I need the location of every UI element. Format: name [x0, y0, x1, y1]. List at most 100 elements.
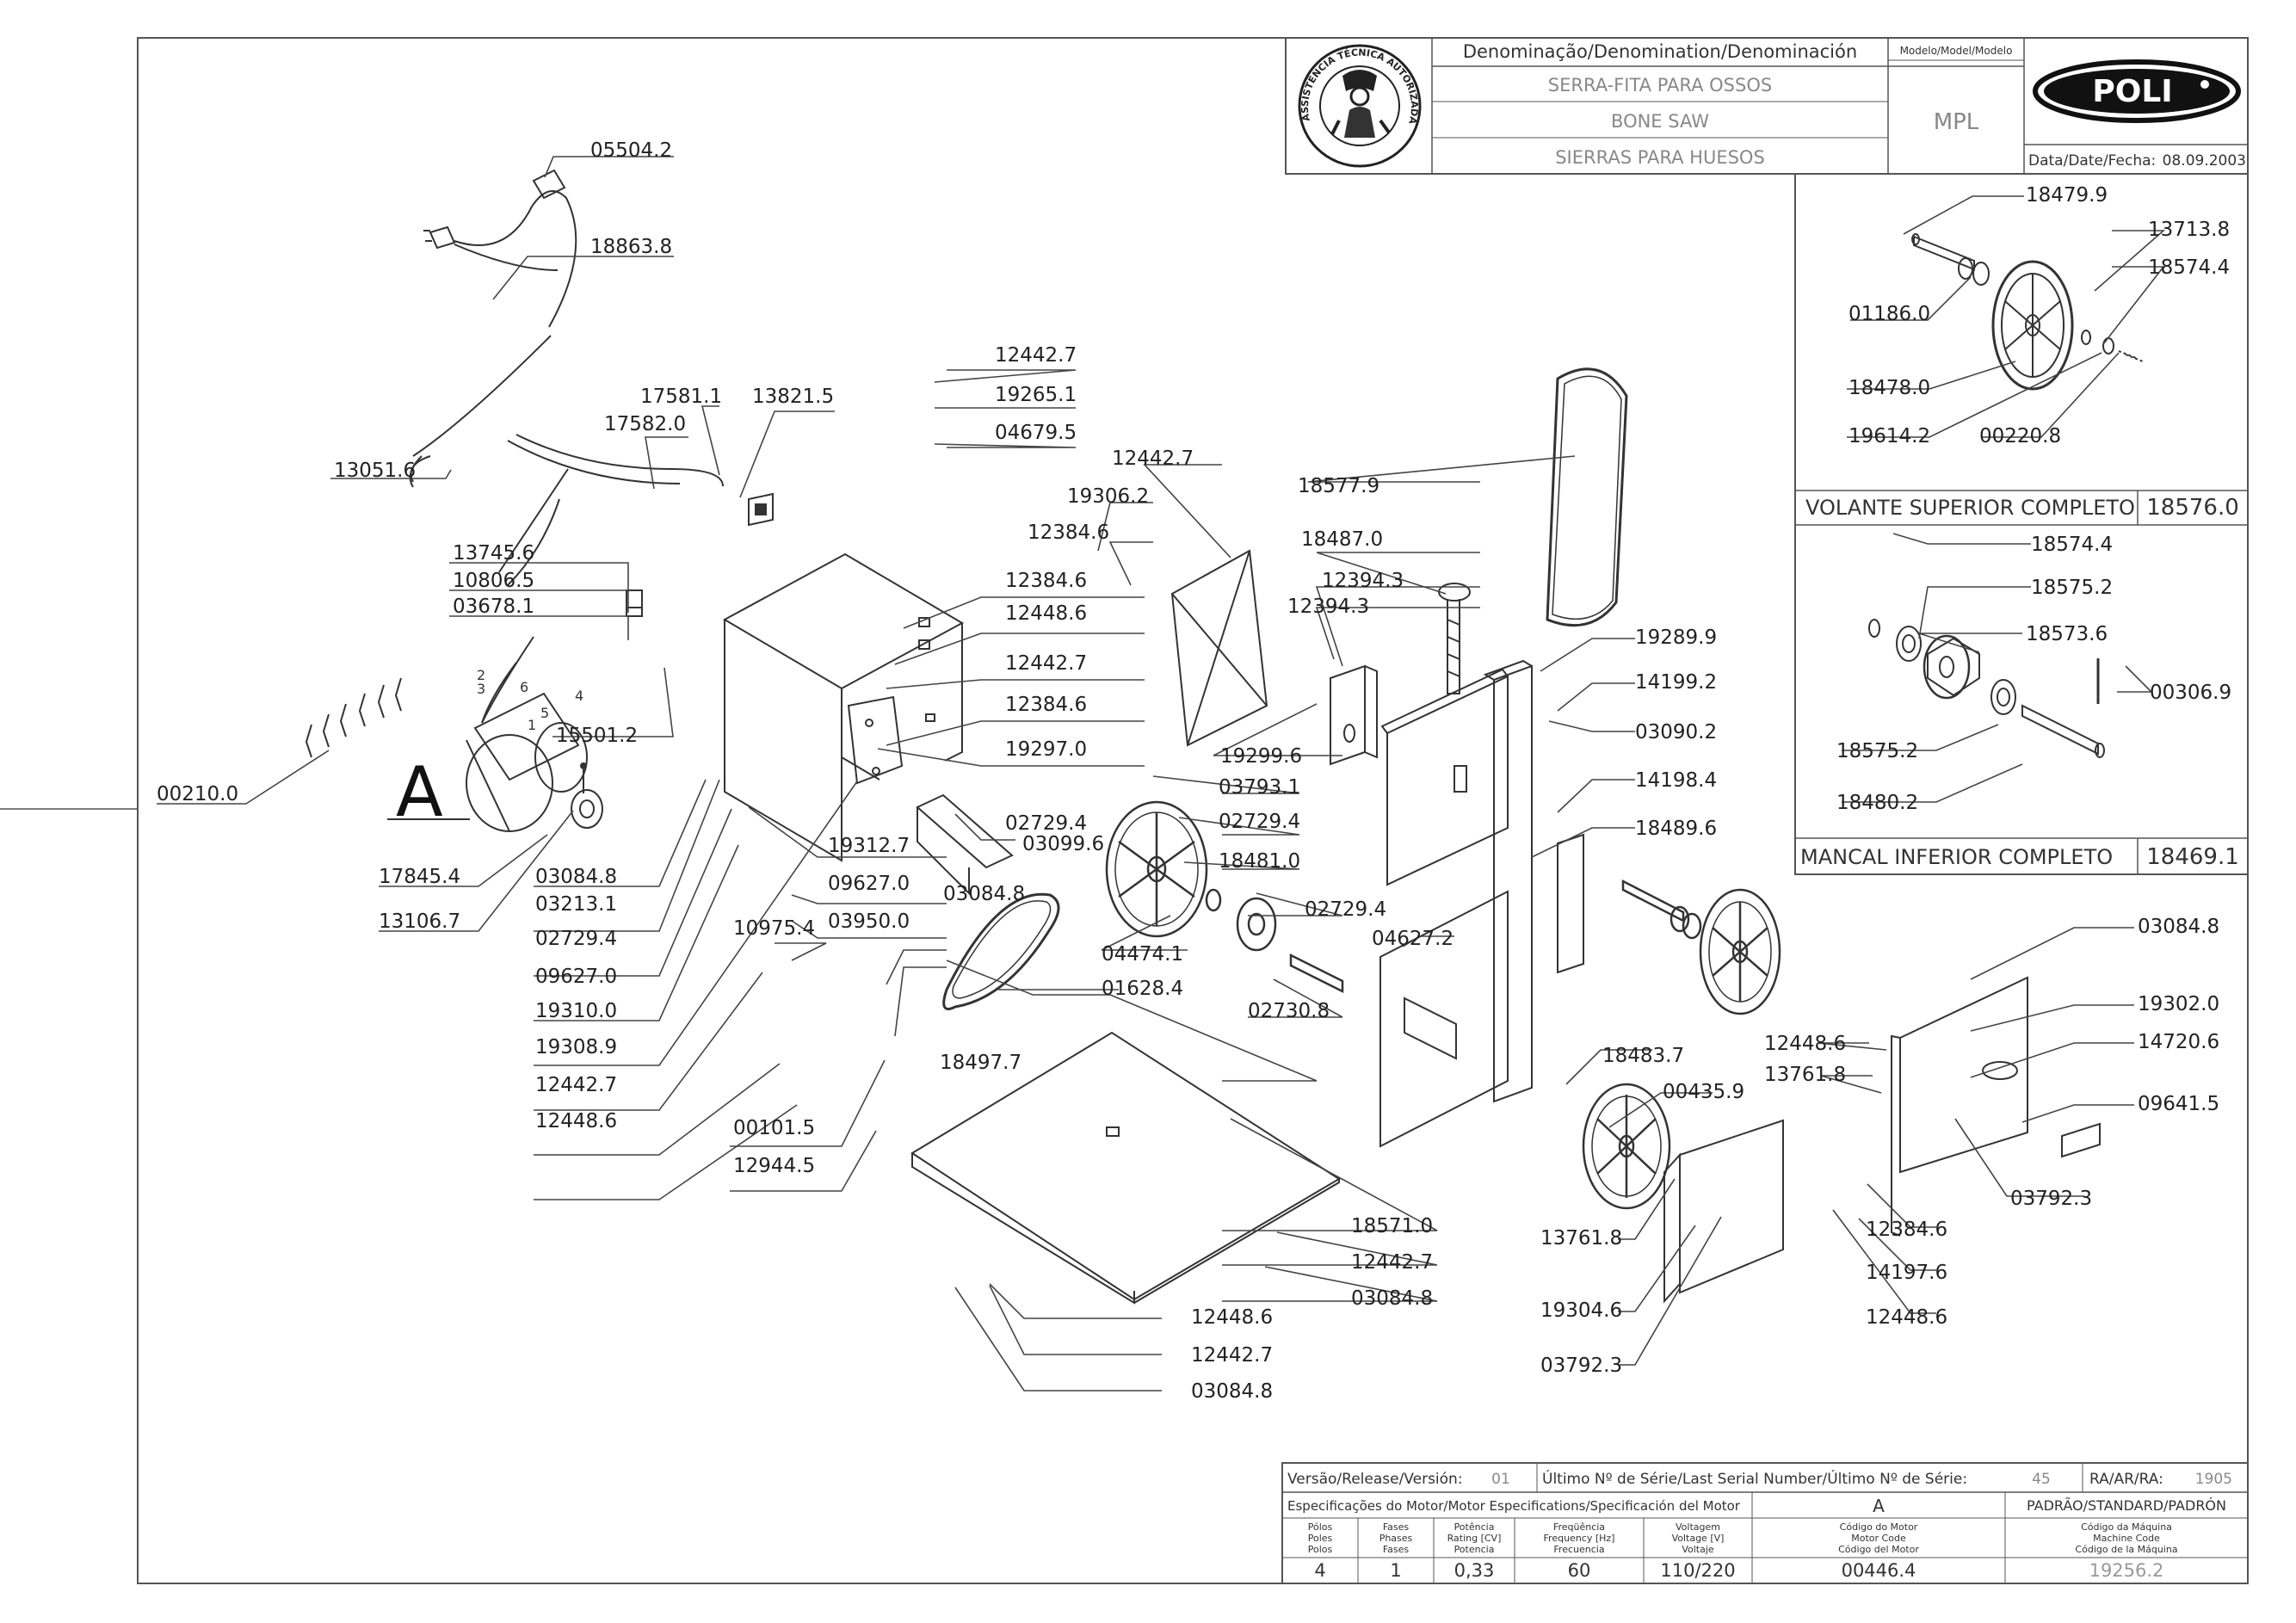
part-label: 02729.4: [535, 928, 617, 950]
svg-text:Voltagem: Voltagem: [1676, 1521, 1720, 1533]
switch-drawing: [748, 492, 774, 527]
part-label: 10975.4: [733, 917, 815, 940]
part-label: 19306.2: [1067, 485, 1149, 508]
svg-text:60: 60: [1568, 1560, 1591, 1581]
svg-text:1: 1: [528, 717, 536, 733]
svg-text:Motor Code: Motor Code: [1851, 1533, 1906, 1544]
spec-column-headers: Pólos Poles Polos Fases Phases Fases Pot…: [1308, 1521, 2178, 1555]
svg-text:110/220: 110/220: [1660, 1560, 1735, 1581]
part-label: 12442.7: [535, 1074, 617, 1096]
part-label: 00210.0: [157, 783, 238, 805]
part-label: 03678.1: [453, 596, 534, 618]
part-label: 12384.6: [1005, 570, 1087, 592]
part-label: 19304.6: [1540, 1299, 1622, 1322]
part-label: 04474.1: [1102, 943, 1183, 966]
part-label: 18574.4: [2148, 256, 2230, 279]
part-label: 10806.5: [453, 570, 534, 592]
part-label: 14720.6: [2138, 1031, 2219, 1053]
svg-text:Voltaje: Voltaje: [1682, 1544, 1714, 1555]
name-pt: SERRA-FITA PARA OSSOS: [1548, 75, 1772, 96]
poli-logo: POLI: [2033, 59, 2241, 123]
part-label: 12384.6: [1866, 1219, 1947, 1241]
inset-frame: VOLANTE SUPERIOR COMPLETO 18576.0 MANCAL…: [1794, 173, 2249, 875]
column-drawing: [1483, 659, 1584, 1103]
svg-text:Código da Máquina: Código da Máquina: [2081, 1521, 2172, 1533]
svg-text:2: 2: [477, 667, 485, 683]
svg-text:Fases: Fases: [1383, 1544, 1410, 1555]
motor-marker: A: [396, 752, 443, 832]
spec-block: Versão/Release/Versión: 01 Último Nº de …: [1281, 1462, 2249, 1584]
part-label: 02729.4: [1005, 812, 1087, 835]
svg-text:4: 4: [1314, 1560, 1325, 1581]
part-label: 18483.7: [1602, 1045, 1684, 1067]
inset-lower-title: MANCAL INFERIOR COMPLETO: [1800, 845, 2113, 869]
ra-label: RA/AR/RA:: [2089, 1471, 2163, 1488]
callout-leaders: [157, 156, 2166, 1392]
version-value: 01: [1491, 1471, 1510, 1488]
svg-text:Código do Motor: Código do Motor: [1840, 1521, 1918, 1533]
model-value: MPL: [1934, 109, 1979, 135]
part-label: 12442.7: [1351, 1251, 1433, 1274]
svg-text:Pólos: Pólos: [1308, 1521, 1333, 1533]
svg-text:Potência: Potência: [1454, 1521, 1495, 1533]
belt-drawing: [942, 892, 1060, 1010]
part-label: 12394.3: [1322, 570, 1404, 592]
part-label: 09627.0: [535, 966, 617, 988]
terminal-block-drawing: [626, 589, 643, 617]
svg-text:Fases: Fases: [1383, 1521, 1410, 1533]
part-label: 12442.7: [1191, 1344, 1273, 1367]
motor-letter: A: [1873, 1496, 1885, 1516]
part-label: 14198.4: [1635, 769, 1717, 792]
version-label: Versão/Release/Versión:: [1287, 1471, 1463, 1488]
svg-text:4: 4: [575, 688, 583, 704]
inset-lower-code: 18469.1: [2146, 844, 2239, 870]
part-label: 03792.3: [2010, 1188, 2092, 1210]
svg-text:Machine Code: Machine Code: [2093, 1533, 2160, 1544]
serial-label: Último Nº de Série/Last Serial Number/Úl…: [1542, 1469, 1967, 1488]
date-label: Data/Date/Fecha:: [2028, 152, 2156, 170]
part-label: 18479.9: [2026, 184, 2108, 207]
part-label: 18480.2: [1836, 792, 1918, 814]
part-label: 09641.5: [2138, 1093, 2219, 1115]
title-block: Denominação/Denomination/Denominación SE…: [1285, 37, 2249, 175]
part-label: 00220.8: [1979, 425, 2061, 447]
part-label: 03213.1: [535, 893, 617, 916]
part-label: 03950.0: [828, 910, 910, 933]
svg-text:Phases: Phases: [1379, 1533, 1413, 1544]
door-drawing: [1891, 976, 2101, 1237]
denomination-label: Denominação/Denomination/Denominación: [1463, 41, 1857, 62]
inset-upper-code: 18576.0: [2146, 495, 2239, 521]
svg-text:19256.2: 19256.2: [2089, 1560, 2164, 1581]
svg-text:00446.4: 00446.4: [1842, 1560, 1916, 1581]
lower-frame-drawing: [1379, 890, 1509, 1148]
motor-drawing: [466, 692, 603, 832]
part-label: 12442.7: [1005, 652, 1087, 675]
svg-text:Voltage [V]: Voltage [V]: [1672, 1533, 1725, 1544]
pulley-drawing: [1105, 800, 1344, 994]
name-en: BONE SAW: [1611, 111, 1709, 132]
part-label: 18573.6: [2026, 623, 2108, 645]
part-label: 18497.7: [940, 1052, 1021, 1074]
part-label: 19614.2: [1849, 425, 1930, 447]
lower-wheel-drawing: [1582, 1083, 1671, 1210]
svg-text:6: 6: [520, 679, 528, 695]
upper-guard-drawing: [1380, 668, 1509, 886]
part-label: 18481.0: [1219, 850, 1300, 873]
svg-text:Código de la Máquina: Código de la Máquina: [2075, 1544, 2177, 1555]
part-label: 12448.6: [1005, 602, 1087, 625]
part-label: 17582.0: [604, 413, 686, 435]
ra-value: 1905: [2195, 1471, 2232, 1488]
part-label: 03084.8: [535, 866, 617, 888]
part-label: 12944.5: [733, 1155, 815, 1177]
svg-text:Polos: Polos: [1308, 1544, 1333, 1555]
svg-text:0,33: 0,33: [1454, 1560, 1495, 1581]
svg-text:3: 3: [477, 681, 485, 697]
part-label: 19289.9: [1635, 626, 1717, 649]
standard-label: PADRÃO/STANDARD/PADRÓN: [2027, 1497, 2226, 1514]
inset-upper-title: VOLANTE SUPERIOR COMPLETO: [1805, 496, 2135, 520]
part-label: 19312.7: [828, 835, 910, 857]
svg-text:Frequency [Hz]: Frequency [Hz]: [1544, 1533, 1615, 1544]
part-label: 14199.2: [1635, 671, 1717, 694]
part-label: 18575.2: [1836, 740, 1918, 762]
part-label: 18478.0: [1849, 377, 1930, 399]
